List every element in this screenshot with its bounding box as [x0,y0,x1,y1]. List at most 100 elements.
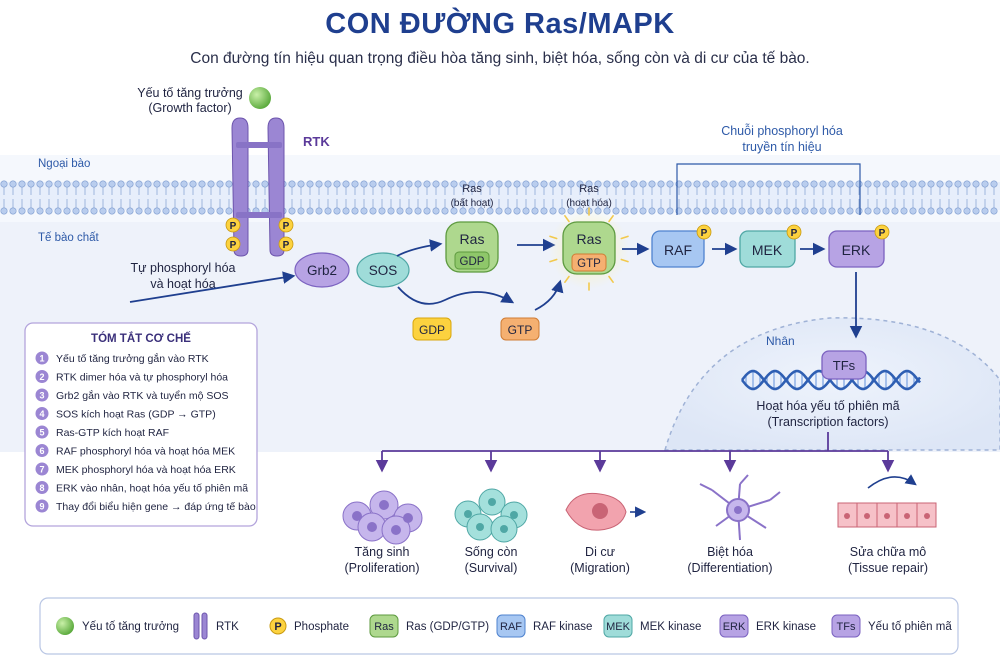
outcome-label: Di cư [585,545,615,559]
svg-text:RTK dimer hóa và tự phosphoryl: RTK dimer hóa và tự phosphoryl hóa [56,372,228,384]
phosphate-badge: P [874,224,890,240]
tf-activation-label: Hoạt hóa yếu tố phiên mã [756,399,899,413]
survival-cells-icon [454,488,528,543]
legend-label: RAF kinase [533,621,592,633]
svg-text:Yếu tố tăng trưởng gắn vào RTK: Yếu tố tăng trưởng gắn vào RTK [56,352,209,365]
phosphate-badge: P [696,224,712,240]
raf-icon [496,614,526,638]
summary-panel [24,322,258,527]
svg-text:ERK: ERK [723,621,746,633]
legend-label: ERK kinase [756,621,816,633]
grb2-node [294,252,350,288]
svg-text:RAF: RAF [500,621,522,633]
svg-text:P: P [230,240,237,251]
nucleotide-exchange-arrow [397,286,515,305]
svg-text:MEK: MEK [752,242,783,258]
svg-text:GDP: GDP [419,323,445,337]
svg-text:SOS kích hoạt Ras (GDP → GTP): SOS kích hoạt Ras (GDP → GTP) [56,409,216,421]
svg-text:5: 5 [39,428,44,438]
legend-label: Ras (GDP/GTP) [406,621,489,633]
legend-item-raf: RAF RAF kinase [496,614,592,638]
tfs-node: TFs [821,350,867,380]
ras-icon [369,614,399,638]
summary-step: 2 RTK dimer hóa và tự phosphoryl hóa [35,370,228,384]
svg-text:MEK: MEK [606,621,631,633]
phosphate-badge: P [278,236,294,252]
outcome-label-en: (Migration) [570,561,630,575]
sos-label: SOS [369,263,398,278]
svg-text:7: 7 [39,465,44,475]
svg-text:P: P [701,228,708,239]
gtp-loading-arrow [534,279,564,311]
outcome-labels: Tăng sinh(Proliferation)Sống còn(Surviva… [344,545,928,575]
svg-text:Ras-GTP kích hoạt RAF: Ras-GTP kích hoạt RAF [56,427,169,439]
summary-step: 9 Thay đổi biểu hiện gene → đáp ứng tế bà… [35,499,256,513]
page-subtitle: Con đường tín hiệu quan trọng điều hòa t… [190,50,810,67]
rtk-icon [193,612,200,640]
svg-text:Thay đổi biểu hiện gene → đáp: Thay đổi biểu hiện gene → đáp ứng tế bào [56,501,256,513]
growth-factor-label: Yếu tố tăng trưởng [137,86,243,100]
svg-text:3: 3 [39,391,44,401]
neuron-icon [699,474,781,541]
migrating-cell-icon [565,492,647,531]
outcome-label-en: (Survival) [465,561,518,575]
svg-text:Ras: Ras [460,231,485,247]
autophos-label: Tự phosphoryl hóa [131,261,236,275]
outcome-label: Biệt hóa [707,545,753,559]
svg-text:Grb2 gắn vào RTK và tuyển mộ S: Grb2 gắn vào RTK và tuyển mộ SOS [56,389,229,402]
summary-steps: 1 Yếu tố tăng trưởng gắn vào RTK 2 RTK dime… [35,351,256,513]
legend-item-erk: ERK ERK kinase [719,614,816,638]
legend-item-tfs: TFs Yếu tố phiên mã [831,614,952,638]
ras-active-state: (hoạt hóa) [566,198,612,209]
svg-text:P: P [283,240,290,251]
erk-node: ERK [828,230,885,268]
growth-factor-ball [249,87,271,109]
mek-icon [603,614,633,638]
svg-text:Ras: Ras [577,231,602,247]
phosphate-icon [269,617,287,635]
legend-label: Phosphate [294,621,349,633]
summary-step: 1 Yếu tố tăng trưởng gắn vào RTK [35,351,209,365]
svg-text:6: 6 [39,446,44,456]
svg-text:RAF: RAF [664,242,692,258]
outcome-label: Sống còn [465,545,518,559]
ras-inactive-node: Ras GDP [445,221,499,273]
ras-inactive-state: (bất hoạt) [451,197,494,209]
svg-text:P: P [283,221,290,232]
tfs-icon [831,614,861,638]
erk-icon [719,614,749,638]
svg-text:P: P [230,221,237,232]
cell-membrane [0,180,1000,215]
svg-text:2: 2 [39,372,44,382]
extracellular-label: Ngoại bào [38,158,90,170]
phosphate-badge: P [786,224,802,240]
svg-text:GDP: GDP [460,256,485,268]
growth-factor-label-en: (Growth factor) [148,101,231,115]
svg-text:Ras: Ras [374,621,394,633]
proliferation-cells-icon [342,490,423,545]
page-title: CON ĐƯỜNG Ras/MAPK [325,8,675,40]
svg-text:P: P [879,228,886,239]
legend-label: RTK [216,621,239,633]
activation-rays [549,207,629,291]
ras-inactive-title: Ras [462,183,482,195]
legend-item-rtk: RTK [193,612,239,640]
svg-text:ERK: ERK [842,242,871,258]
svg-text:1: 1 [39,354,44,364]
legend-label: Yếu tố phiên mã [868,621,952,633]
tissue-repair-icon [837,474,937,528]
svg-text:9: 9 [39,502,44,512]
svg-text:RAF phosphoryl hóa và hoạt hóa: RAF phosphoryl hóa và hoạt hóa MEK [56,446,235,458]
svg-text:TFs: TFs [833,358,856,373]
svg-text:P: P [791,228,798,239]
svg-text:TFs: TFs [837,621,856,633]
summary-step: 6 RAF phosphoryl hóa và hoạt hóa MEK [35,444,235,458]
outcome-label-en: (Differentiation) [687,561,772,575]
